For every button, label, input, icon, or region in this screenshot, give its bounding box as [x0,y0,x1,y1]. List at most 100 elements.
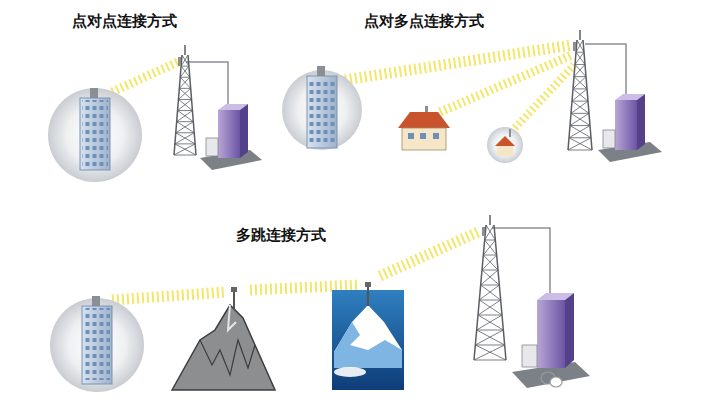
wechat-watermark [541,372,562,387]
tower-strut [178,111,194,122]
tower-strut [178,88,190,99]
tower-strut [575,64,585,65]
tower-strut [181,66,189,67]
tower-strut [485,240,496,241]
tower-strut [577,40,584,52]
section-heading: 多跳连接方式 [236,226,326,244]
tower-strut [475,330,503,345]
tower-strut [182,55,189,66]
tower-strut [573,89,588,101]
tower-strut [477,315,502,330]
tower-strut [482,255,497,270]
tower-strut [483,240,495,255]
tower-strut [569,138,592,150]
tower-strut [176,122,194,133]
tower-strut [474,225,486,360]
tower-strut [174,144,195,155]
tower-strut [482,270,499,285]
antenna-panel [573,42,576,51]
server [200,104,262,170]
tower-strut [181,55,188,66]
tower-strut [178,99,192,110]
office-building [307,66,337,148]
rocky-mountain [172,287,275,390]
server [598,94,662,162]
tower-strut [571,113,590,125]
tower-strut [569,126,590,138]
tower-strut [179,88,191,99]
tower-strut [568,138,591,150]
tower-strut [184,45,186,55]
tower-strut [175,144,196,155]
tower-strut [571,113,589,114]
tower-strut [579,30,581,40]
tower-strut [188,55,196,155]
tower-strut [485,225,494,240]
cable [186,44,626,293]
tower-strut [573,88,587,89]
server [512,293,590,388]
tower-strut [175,133,194,144]
lattice-tower [174,30,592,360]
tower-strut [478,315,503,330]
tower-strut [494,225,506,360]
tower-strut [180,66,189,77]
tower-strut [576,52,584,53]
tower-strut [178,99,192,110]
tower-strut [177,122,195,133]
tower-strut [478,315,502,316]
tower-strut [179,77,189,88]
office-building [82,296,112,384]
tower-strut [177,111,193,122]
tower-strut [481,270,498,285]
halo [487,127,523,163]
wireless-beam [112,45,574,300]
tower-strut [569,137,591,138]
tower-strut [576,52,585,64]
tower-strut [474,345,505,360]
tower-strut [477,330,505,345]
tower-strut [176,132,194,133]
tower-strut [179,88,190,89]
tower-strut [481,285,500,286]
tower-strut [575,52,584,64]
tower-strut [570,125,590,126]
tower-strut [478,300,501,315]
tower-strut [481,285,501,300]
tower-strut [483,255,496,256]
house [495,129,515,156]
tower-strut [571,101,588,113]
tower-strut [485,240,497,255]
tower-strut [489,215,491,225]
tower-strut [486,225,495,240]
tower-strut [475,345,504,346]
office-building [80,88,110,170]
tower-strut [573,77,586,89]
house [398,106,450,150]
tower-strut [572,89,587,101]
halo [50,298,144,392]
tower-strut [576,40,583,52]
tower-strut [174,55,182,155]
tower-strut [178,99,191,100]
section-heading: 点对点连接方式 [72,12,177,30]
halo [282,70,362,150]
tower-strut [475,345,506,360]
tower-strut [177,121,194,122]
tower-strut [175,143,195,144]
tower-strut [181,66,190,77]
tower-strut [178,110,193,111]
snow-mountain [332,282,404,390]
antenna-panel [178,57,181,66]
tower-strut [574,76,586,77]
tower-strut [575,64,586,76]
tower-strut [479,300,502,315]
tower-strut [474,360,506,361]
halo [48,88,142,182]
tower-strut [180,77,190,78]
tower-strut [572,101,588,102]
tower-strut [479,285,499,300]
tower-strut [574,64,585,76]
